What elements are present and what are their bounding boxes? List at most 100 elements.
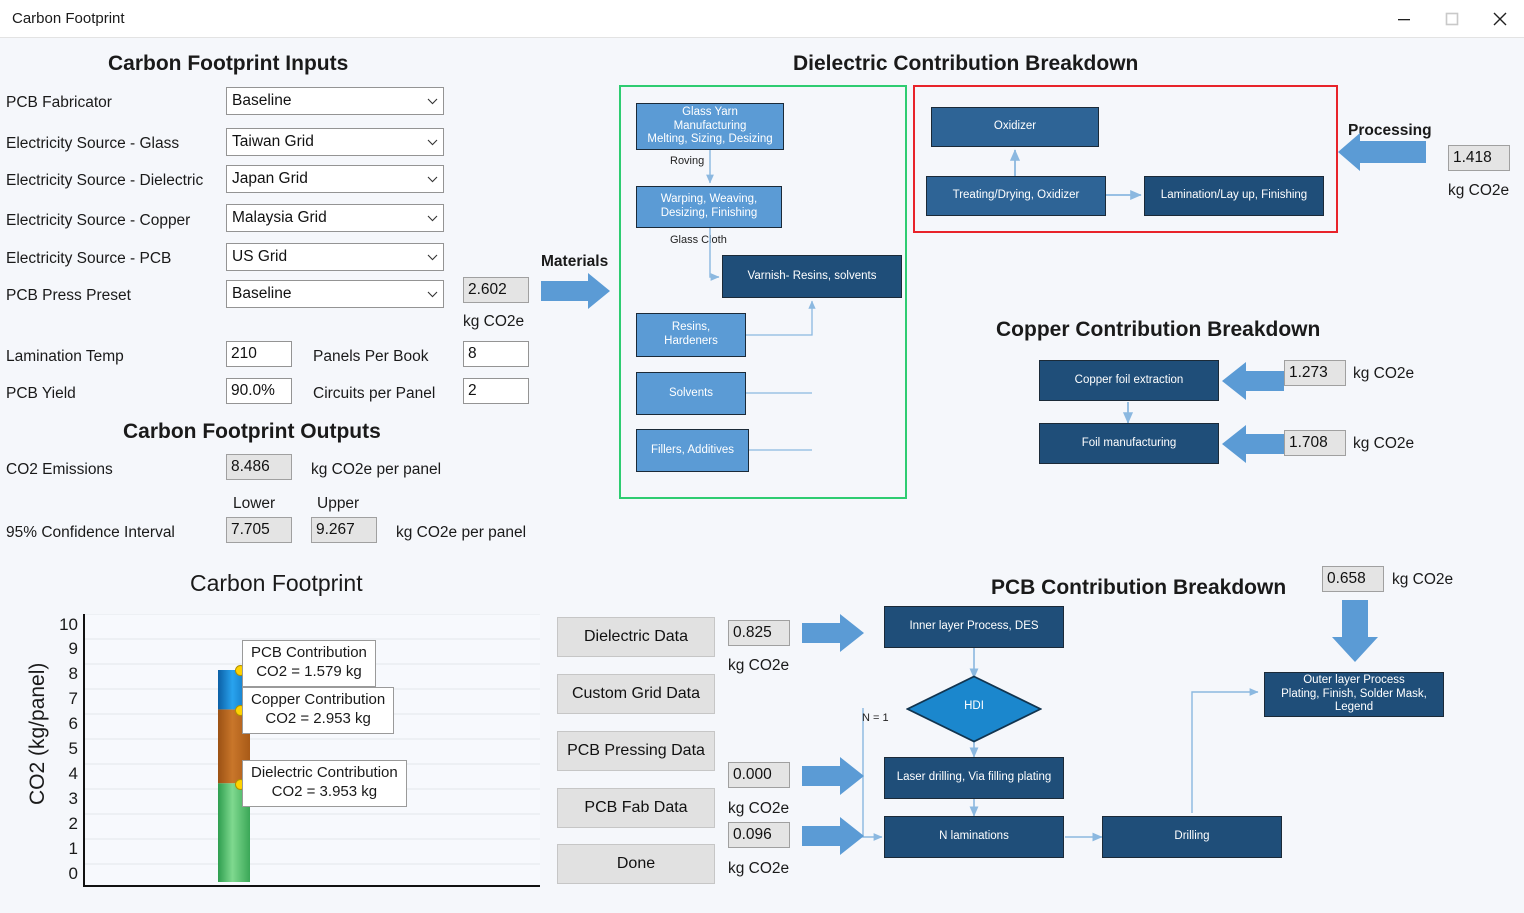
processing-arrow-label: Processing xyxy=(1348,122,1432,139)
materials-co2-value: 2.602 xyxy=(463,277,529,303)
select-pcb-fabricator-value: Baseline xyxy=(232,92,292,109)
button-dielectric-data[interactable]: Dielectric Data xyxy=(557,617,715,657)
ytick-7: 7 xyxy=(68,689,78,708)
node-oxidizer[interactable]: Oxidizer xyxy=(931,107,1099,147)
chart-plot-area: PCB Contribution CO2 = 1.579 kg Copper C… xyxy=(83,613,540,887)
label-pcb-yield: PCB Yield xyxy=(6,385,76,402)
node-hdi-label: HDI xyxy=(964,700,984,712)
node-resins-hardeners[interactable]: Resins, Hardeners xyxy=(636,313,746,357)
input-circuits-per-panel[interactable]: 2 xyxy=(463,378,529,404)
copper-extraction-unit: kg CO2e xyxy=(1353,365,1415,382)
button-custom-grid-data[interactable]: Custom Grid Data xyxy=(557,674,715,714)
copper-foil-mfg-value: 1.708 xyxy=(1284,430,1346,456)
ytick-3: 3 xyxy=(68,789,78,808)
select-electricity-glass-value: Taiwan Grid xyxy=(232,133,314,150)
select-pcb-fabricator[interactable]: Baseline xyxy=(226,87,444,115)
node-warping-line2: Desizing, Finishing xyxy=(660,207,758,219)
chevron-down-icon xyxy=(421,139,443,146)
node-drilling[interactable]: Drilling xyxy=(1102,816,1282,858)
button-done[interactable]: Done xyxy=(557,844,715,884)
select-electricity-glass[interactable]: Taiwan Grid xyxy=(226,128,444,156)
ytick-4: 4 xyxy=(68,764,78,783)
node-glass-yarn-line2: Manufacturing xyxy=(673,119,747,132)
label-panels-per-book: Panels Per Book xyxy=(313,348,429,365)
ytick-0: 0 xyxy=(68,864,78,883)
node-foil-manufacturing[interactable]: Foil manufacturing xyxy=(1039,423,1219,464)
node-outer-line1: Outer layer Process xyxy=(1303,674,1405,687)
node-laser-drilling[interactable]: Laser drilling, Via filling plating xyxy=(884,757,1064,799)
ytick-1: 1 xyxy=(68,839,78,858)
node-glass-yarn-line1: Glass Yarn xyxy=(682,106,738,119)
header-upper: Upper xyxy=(317,495,360,512)
node-lamination-layup[interactable]: Lamination/Lay up, Finishing xyxy=(1144,176,1324,216)
button-pcb-pressing-data[interactable]: PCB Pressing Data xyxy=(557,731,715,771)
label-electricity-dielectric: Electricity Source - Dielectric xyxy=(6,172,204,189)
pcb-unit-inner-layer: kg CO2e xyxy=(728,657,790,674)
select-electricity-copper[interactable]: Malaysia Grid xyxy=(226,204,444,232)
label-electricity-glass: Electricity Source - Glass xyxy=(6,135,180,152)
callout-copper-title: Copper Contribution xyxy=(251,691,386,708)
header-lower: Lower xyxy=(233,495,276,512)
label-pcb-fabricator: PCB Fabricator xyxy=(6,94,112,111)
node-resins-line2: Hardeners xyxy=(664,335,718,347)
window-title: Carbon Footprint xyxy=(12,10,125,27)
callout-copper-contribution: Copper Contribution CO2 = 2.953 kg xyxy=(242,687,395,734)
node-hdi-decision[interactable]: HDI xyxy=(905,675,1043,743)
node-solvents[interactable]: Solvents xyxy=(636,372,746,415)
ytick-5: 5 xyxy=(68,739,78,758)
input-panels-per-book[interactable]: 8 xyxy=(463,341,529,367)
label-pcb-press-preset: PCB Press Preset xyxy=(6,287,131,304)
node-n-laminations[interactable]: N laminations xyxy=(884,816,1064,858)
window-controls xyxy=(1380,0,1524,37)
label-confidence-interval: 95% Confidence Interval xyxy=(6,524,175,541)
node-warping-weaving[interactable]: Warping, Weaving, Desizing, Finishing xyxy=(636,186,782,228)
callout-copper-text: CO2 = 2.953 kg xyxy=(265,709,371,727)
processing-co2-value: 1.418 xyxy=(1448,145,1510,171)
node-outer-line2: Plating, Finish, Solder Mask, xyxy=(1281,687,1427,700)
select-electricity-dielectric[interactable]: Japan Grid xyxy=(226,165,444,193)
chevron-down-icon xyxy=(421,215,443,222)
callout-pcb-title: PCB Contribution xyxy=(251,644,367,661)
maximize-icon[interactable] xyxy=(1428,0,1476,37)
materials-co2-unit: kg CO2e xyxy=(463,313,525,330)
copper-extraction-value: 1.273 xyxy=(1284,360,1346,386)
materials-arrow-label: Materials xyxy=(541,253,609,270)
unit-co2-emissions: kg CO2e per panel xyxy=(311,461,442,478)
chevron-down-icon xyxy=(421,291,443,298)
dielectric-heading: Dielectric Contribution Breakdown xyxy=(793,52,1139,75)
dielectric-materials-group xyxy=(619,85,907,499)
select-pcb-press-preset[interactable]: Baseline xyxy=(226,280,444,308)
hdi-diamond-icon xyxy=(905,675,1043,743)
button-pcb-fab-data[interactable]: PCB Fab Data xyxy=(557,788,715,828)
node-outer-line3: Legend xyxy=(1334,701,1374,714)
node-glass-yarn-line3: Melting, Sizing, Desizing xyxy=(647,133,773,146)
label-electricity-copper: Electricity Source - Copper xyxy=(6,212,191,229)
callout-pcb-text: CO2 = 1.579 kg xyxy=(256,662,362,680)
unit-ci: kg CO2e per panel xyxy=(396,524,527,541)
pcb-heading: PCB Contribution Breakdown xyxy=(991,576,1287,599)
pcb-value-n-laminations: 0.096 xyxy=(728,822,790,848)
pcb-value-inner-layer: 0.825 xyxy=(728,620,790,646)
select-electricity-dielectric-value: Japan Grid xyxy=(232,170,308,187)
node-varnish[interactable]: Varnish- Resins, solvents xyxy=(722,255,902,298)
callout-pcb-contribution: PCB Contribution CO2 = 1.579 kg xyxy=(242,640,376,687)
node-fillers-additives[interactable]: Fillers, Additives xyxy=(636,429,749,472)
processing-co2-unit: kg CO2e xyxy=(1448,182,1510,199)
ytick-6: 6 xyxy=(68,714,78,733)
chevron-down-icon xyxy=(421,176,443,183)
copper-foil-mfg-unit: kg CO2e xyxy=(1353,435,1415,452)
node-outer-layer-process[interactable]: Outer layer Process Plating, Finish, Sol… xyxy=(1264,672,1444,717)
pcb-value-laser-drilling: 0.000 xyxy=(728,762,790,788)
node-glass-yarn-manufacturing[interactable]: Glass Yarn Manufacturing Melting, Sizing… xyxy=(636,103,784,150)
node-warping-line1: Warping, Weaving, xyxy=(660,193,758,206)
input-pcb-yield[interactable]: 90.0% xyxy=(226,378,292,404)
node-inner-layer-process[interactable]: Inner layer Process, DES xyxy=(884,606,1064,648)
select-pcb-press-preset-value: Baseline xyxy=(232,285,292,302)
close-icon[interactable] xyxy=(1476,0,1524,37)
node-treating-drying[interactable]: Treating/Drying, Oxidizer xyxy=(926,176,1106,216)
node-copper-foil-extraction[interactable]: Copper foil extraction xyxy=(1039,360,1219,401)
input-lamination-temp[interactable]: 210 xyxy=(226,341,292,367)
minimize-icon[interactable] xyxy=(1380,0,1428,37)
select-electricity-pcb[interactable]: US Grid xyxy=(226,243,444,271)
ytick-2: 2 xyxy=(68,814,78,833)
